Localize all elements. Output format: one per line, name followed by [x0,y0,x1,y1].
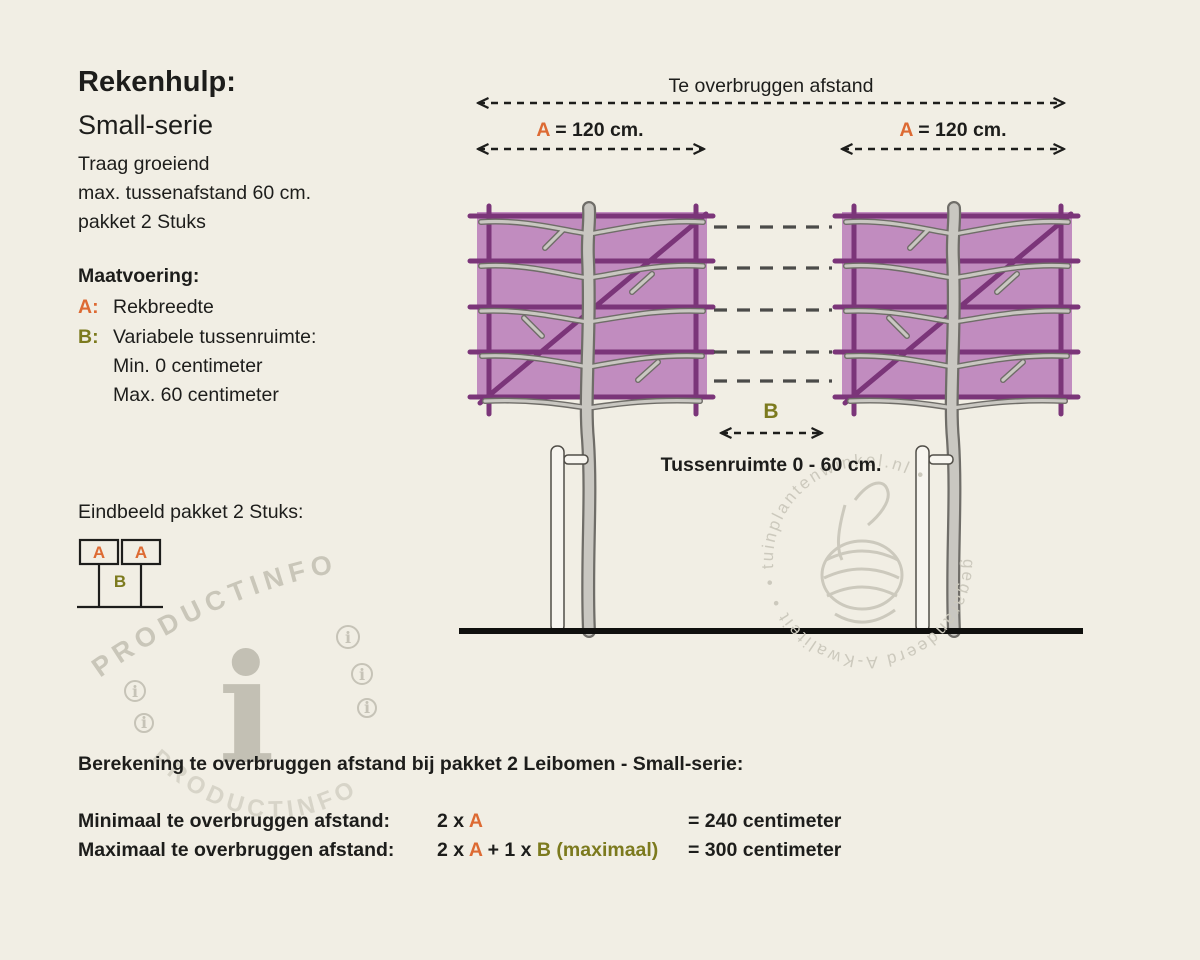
page-title: Rekenhulp: [78,66,236,98]
b-gap-key: B [763,400,779,423]
description-line-2: max. tussenafstand 60 cm. [78,182,312,204]
eindbeeld-a-right-label: A [134,543,148,562]
a-right-key: A [899,119,913,141]
a-left-value: = 120 cm. [549,119,644,141]
maatvoering-a-row: A: Rekbreedte [78,293,214,321]
productinfo-watermark-upper: PRODUCTINFO [86,548,340,683]
description-line-1: Traag groeiend [78,153,210,175]
maatvoering-b-row: B: Variabele tussenruimte: [78,323,316,351]
max-distance-result: = 300 centimeter [688,839,842,861]
max-formula-mid: + 1 x [482,839,537,861]
maatvoering-heading: Maatvoering: [78,265,200,287]
maatvoering-b-key: B: [78,326,99,348]
maatvoering-b-max: Max. 60 centimeter [113,384,279,406]
eindbeeld-heading: Eindbeeld pakket 2 Stuks: [78,501,304,523]
espalier-tree-left [470,206,713,632]
info-circle-icons [124,625,377,733]
eindbeeld-b-label: B [113,572,127,591]
a-right-measurement: A = 120 cm. [833,116,1073,144]
calculation-heading: Berekening te overbruggen afstand bij pa… [78,753,744,775]
min-formula-pre: 2 x [437,810,469,832]
span-distance-label: Te overbruggen afstand [668,75,874,97]
a-left-measurement: A = 120 cm. [470,116,710,144]
measurement-arrows [478,103,1064,433]
eindbeeld-schematic [77,538,163,609]
description-line-3: pakket 2 Stuks [78,211,206,233]
min-distance-formula: 2 x A [437,807,483,835]
min-distance-label: Minimaal te overbruggen afstand: [78,810,391,832]
maatvoering-a-label: Rekbreedte [113,296,214,318]
svg-text:i: i [364,698,370,717]
a-right-value: = 120 cm. [912,119,1007,141]
maatvoering-b-label: Variabele tussenruimte: [113,326,317,348]
max-distance-formula: 2 x A + 1 x B (maximaal) [437,836,658,864]
maatvoering-a-key: A: [78,296,99,318]
a-left-key: A [536,119,550,141]
thumbs-up-watermark-icon [820,481,904,624]
maatvoering-b-min: Min. 0 centimeter [113,355,263,377]
svg-text:i: i [345,628,351,647]
svg-text:i: i [359,665,365,684]
series-name: Small-serie [78,110,214,140]
max-formula-a: A [468,839,483,861]
info-circle-glyphs: i i i i i [132,628,370,732]
max-formula-b: B (maximaal) [536,839,659,861]
max-distance-label: Maximaal te overbruggen afstand: [78,839,395,861]
gap-wire-dashes [714,225,832,383]
svg-text:i: i [132,682,138,701]
max-formula-pre: 2 x [437,839,469,861]
eindbeeld-a-left-label: A [92,543,106,562]
info-watermark-icon: i [218,622,275,798]
quality-badge-watermark: • tuinplantenwinkel.nl • gegarandeerd A-… [758,451,976,672]
gap-range-label: Tussenruimte 0 - 60 cm. [660,454,882,476]
min-distance-result: = 240 centimeter [688,810,842,832]
svg-text:i: i [141,713,147,732]
min-formula-a: A [468,810,483,832]
